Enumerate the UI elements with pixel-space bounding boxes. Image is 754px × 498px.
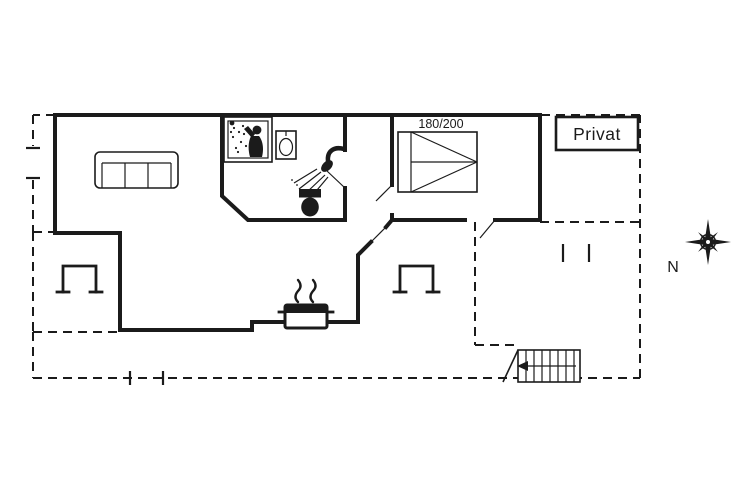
toilet-icon	[299, 189, 321, 217]
terrace-opening-icon	[55, 264, 104, 294]
steaming-pot-icon	[277, 278, 335, 330]
terrace-opening-icon	[392, 264, 441, 294]
door-leaves	[326, 170, 496, 243]
shower-cabin-icon	[223, 116, 273, 163]
private-sign: Privat	[554, 115, 640, 152]
stairs-icon	[502, 349, 581, 383]
bed-size-label: 180/200	[418, 117, 463, 131]
exterior-walls	[53, 113, 542, 332]
washbasin-icon	[275, 130, 297, 160]
sofa-icon	[94, 151, 179, 189]
boundary-opening-ticks	[26, 146, 591, 385]
private-sign-label: Privat	[573, 124, 621, 144]
person-head	[252, 125, 262, 135]
shower-head-icon	[291, 146, 347, 197]
stairs-arrow-head	[517, 361, 528, 371]
property-boundary	[32, 114, 641, 379]
compass-north-label: N	[667, 259, 679, 276]
double-bed-icon	[397, 131, 478, 193]
compass-rose-icon	[685, 219, 731, 265]
interior-walls	[220, 113, 394, 222]
